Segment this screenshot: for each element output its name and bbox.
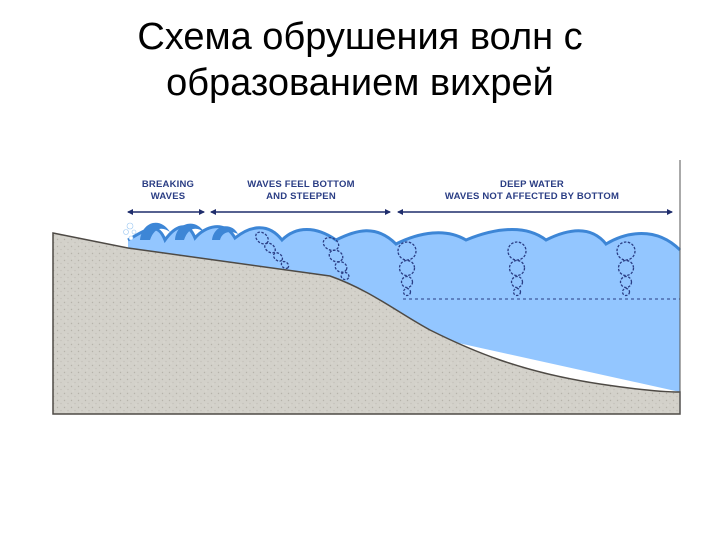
wave-surface-line — [127, 225, 682, 252]
breaking-crests — [140, 222, 238, 240]
label-breaking-line-1: BREAKING — [142, 179, 194, 190]
slide-title: Схема обрушения волн с образованием вихр… — [0, 14, 720, 106]
orbits-deep-3 — [616, 241, 636, 297]
label-deep-water-line-2: WAVES NOT AFFECTED BY BOTTOM — [445, 191, 619, 202]
spray-foam — [123, 222, 137, 241]
slide-title-line-2: образованием вихрей — [166, 62, 554, 104]
wave-breaking-diagram: BREAKING WAVES WAVES FEEL BOTTOM AND STE… — [52, 160, 682, 415]
label-feel-bottom-line-2: AND STEEPEN — [266, 191, 336, 202]
sea-floor — [52, 232, 681, 415]
label-deep-water-line-1: DEEP WATER — [500, 179, 564, 190]
label-breaking-line-2: WAVES — [151, 191, 186, 202]
slide-title-line-1: Схема обрушения волн с — [137, 16, 583, 58]
orbits-deep-1 — [397, 241, 417, 297]
orbits-shoaling-1 — [255, 231, 290, 270]
label-feel-bottom-line-1: WAVES FEEL BOTTOM — [247, 179, 354, 190]
orbits-deep-2 — [507, 241, 527, 297]
